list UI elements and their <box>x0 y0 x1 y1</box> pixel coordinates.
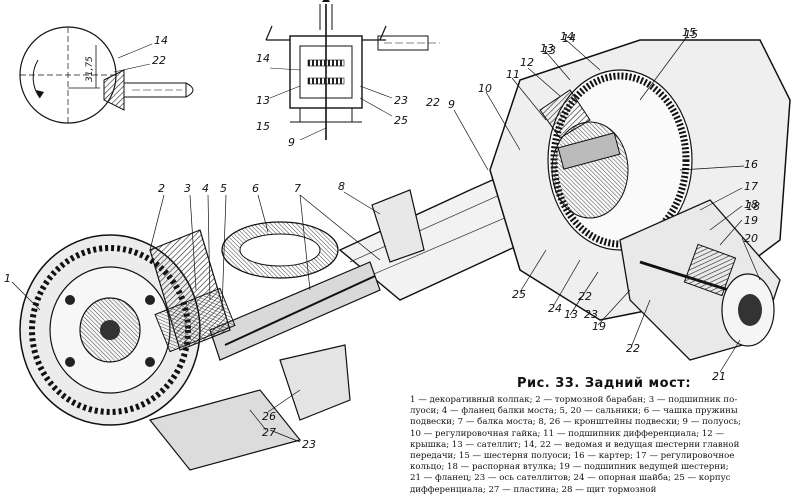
callout-23b: 23 <box>584 308 598 321</box>
inset2-callout-9: 9 <box>288 136 295 149</box>
callout-7: 7 <box>294 182 301 195</box>
callout-6: 6 <box>252 182 259 195</box>
inset2-callout-22: 22 <box>426 96 440 109</box>
callout-10: 10 <box>478 82 492 95</box>
pinion-housing <box>619 199 781 361</box>
caption-line: подвески; 7 — балка моста; 8, 26 — кронш… <box>410 417 742 428</box>
caption-line: крышка; 13 — сателлит; 14, 22 — ведомая … <box>410 439 740 450</box>
caption-body: 1 — декоративный колпак; 2 — тормозной б… <box>410 395 798 496</box>
callout-15: 15 <box>682 26 696 39</box>
callout-1: 1 <box>4 272 11 285</box>
callout-22b: 22 <box>578 290 592 303</box>
callout-13c: 13 <box>542 44 556 57</box>
callout-18c: 18 <box>746 200 760 213</box>
inset1-callout-14: 14 <box>154 34 168 47</box>
caption-line: кольцо; 18 — распорная втулка; 19 — подш… <box>410 462 729 473</box>
caption-line: 1 — декоративный колпак; 2 — тормозной б… <box>410 395 738 405</box>
caption-line: 21 — фланец; 23 — ось сателлитов; 24 — о… <box>410 473 731 484</box>
callout-26: 26 <box>262 410 276 423</box>
callout-9: 9 <box>448 98 455 111</box>
inset-differential-schematic <box>265 0 440 141</box>
callout-20: 20 <box>744 232 758 245</box>
callout-24: 24 <box>548 302 562 315</box>
callout-8: 8 <box>338 180 345 193</box>
inset2-callout-25: 25 <box>394 114 408 127</box>
leader-lines <box>11 37 761 443</box>
brake-shield <box>148 389 302 471</box>
callout-17: 17 <box>744 180 758 193</box>
callout-14: 14 <box>560 30 574 43</box>
callout-5: 5 <box>220 182 227 195</box>
callout-22: 22 <box>626 342 640 355</box>
callout-4: 4 <box>202 182 209 195</box>
callout-15c: 15 <box>684 28 698 41</box>
callout-13b: 13 <box>564 308 578 321</box>
callout-16: 16 <box>744 158 758 171</box>
half-shaft <box>209 261 381 361</box>
inset1-callout-22: 22 <box>152 54 166 67</box>
callout-25: 25 <box>512 288 526 301</box>
callout-19: 19 <box>744 214 758 227</box>
callout-23: 23 <box>302 438 316 451</box>
caption-line: луоси; 4 — фланец балки моста; 5, 20 — с… <box>410 406 738 417</box>
caption-line: дифференциала; 27 — пластина; 28 — щит т… <box>410 484 657 495</box>
main-axle-assembly <box>19 39 791 471</box>
offset-dimension: 31,75 <box>85 56 95 82</box>
callout-12: 12 <box>520 56 534 69</box>
caption-title: Рис. 33. Задний мост: <box>516 376 692 391</box>
inset2-callout-14: 14 <box>256 52 270 65</box>
callout-21: 21 <box>712 370 726 383</box>
callout-3: 3 <box>184 182 191 195</box>
inset-offset-detail: 31,75 <box>19 26 194 124</box>
callout-18: 18 <box>744 198 758 211</box>
inset2-callout-23: 23 <box>394 94 408 107</box>
inset2-callout-13: 13 <box>256 94 270 107</box>
callout-19b: 19 <box>592 320 606 333</box>
callout-13: 13 <box>540 42 554 55</box>
lower-bracket <box>279 344 351 421</box>
callout-labels: 1 2 3 4 5 6 7 8 9 10 11 12 13 14 15 16 1… <box>4 26 760 451</box>
suspension-bracket <box>371 189 425 263</box>
figure-caption: Рис. 33. Задний мост: 1 — декоративный к… <box>410 376 798 496</box>
callout-2: 2 <box>158 182 165 195</box>
callout-11: 11 <box>506 68 520 81</box>
caption-line: передачи; 15 — шестерня полуоси; 16 — ка… <box>410 451 735 462</box>
callout-14c: 14 <box>562 32 576 45</box>
callout-27: 27 <box>262 426 276 439</box>
caption-line: 10 — регулировочная гайка; 11 — подшипни… <box>410 428 725 439</box>
inset2-callout-15: 15 <box>256 120 270 133</box>
